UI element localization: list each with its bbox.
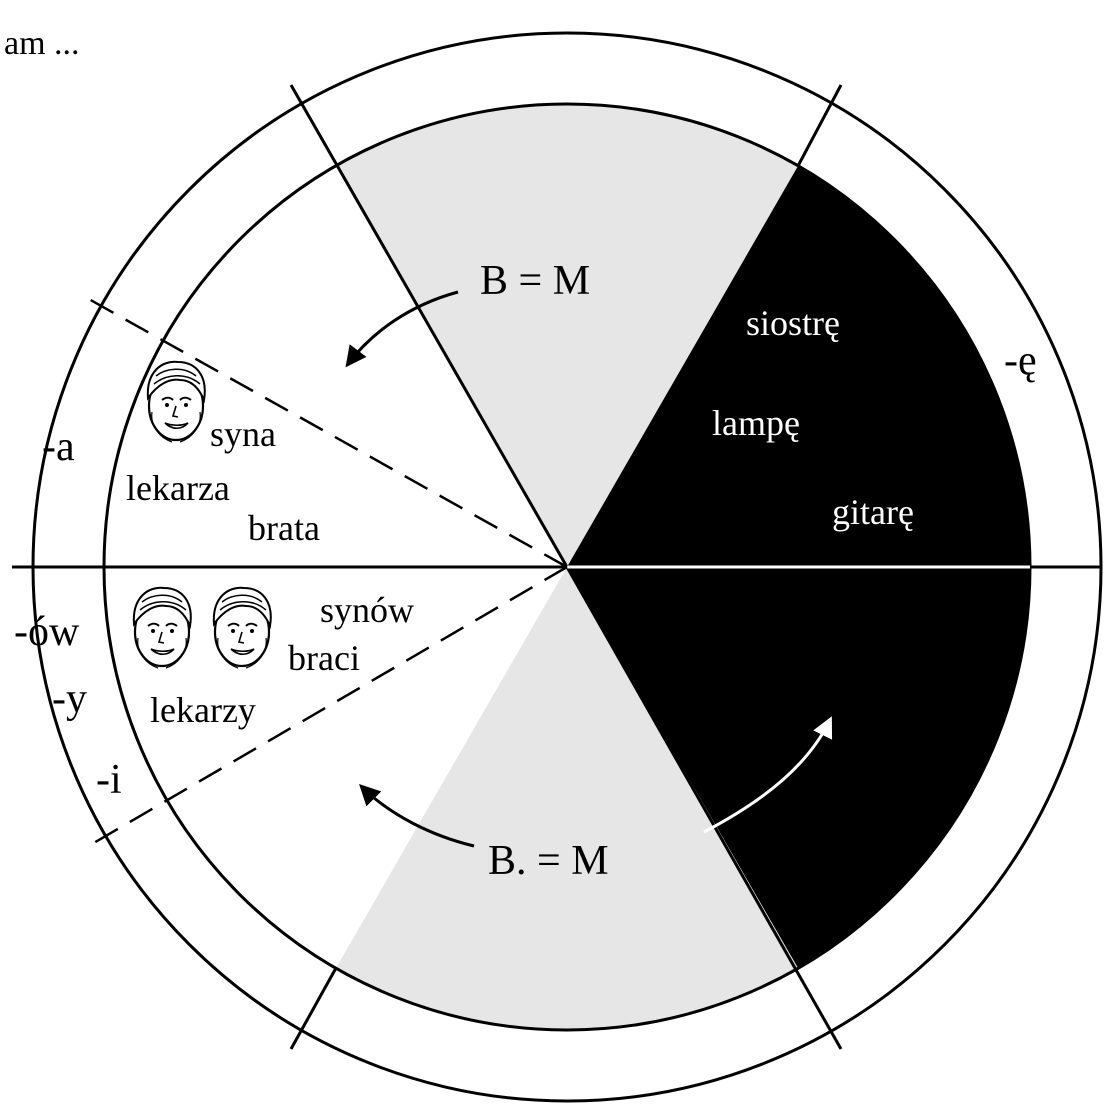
man-face-icon xyxy=(214,588,271,668)
man-face-icon xyxy=(134,588,191,668)
masculine-singular-word-1: syna xyxy=(210,414,276,454)
masculine-singular-ending: -a xyxy=(42,424,75,470)
rule-bottom: B. = M xyxy=(488,838,609,884)
feminine-word-3: gitarę xyxy=(832,492,914,532)
man-face-icon xyxy=(148,362,205,442)
masculine-plural-ending-2: -y xyxy=(52,676,87,722)
masculine-plural-word-1: synów xyxy=(320,590,414,630)
feminine-word-2: lampę xyxy=(712,403,800,443)
masculine-plural-ending-3: -i xyxy=(96,757,122,803)
diagram-title: am ... xyxy=(4,25,80,62)
feminine-ending: -ę xyxy=(1004,338,1037,384)
masculine-plural-word-2: braci xyxy=(288,638,360,678)
masculine-singular-word-3: brata xyxy=(248,508,320,548)
rule-top: B = M xyxy=(480,258,590,304)
masculine-plural-ending-1: -ów xyxy=(14,609,80,655)
feminine-word-1: siostrę xyxy=(746,303,840,343)
masculine-plural-word-3: lekarzy xyxy=(150,690,256,730)
masculine-singular-word-2: lekarza xyxy=(126,468,230,508)
